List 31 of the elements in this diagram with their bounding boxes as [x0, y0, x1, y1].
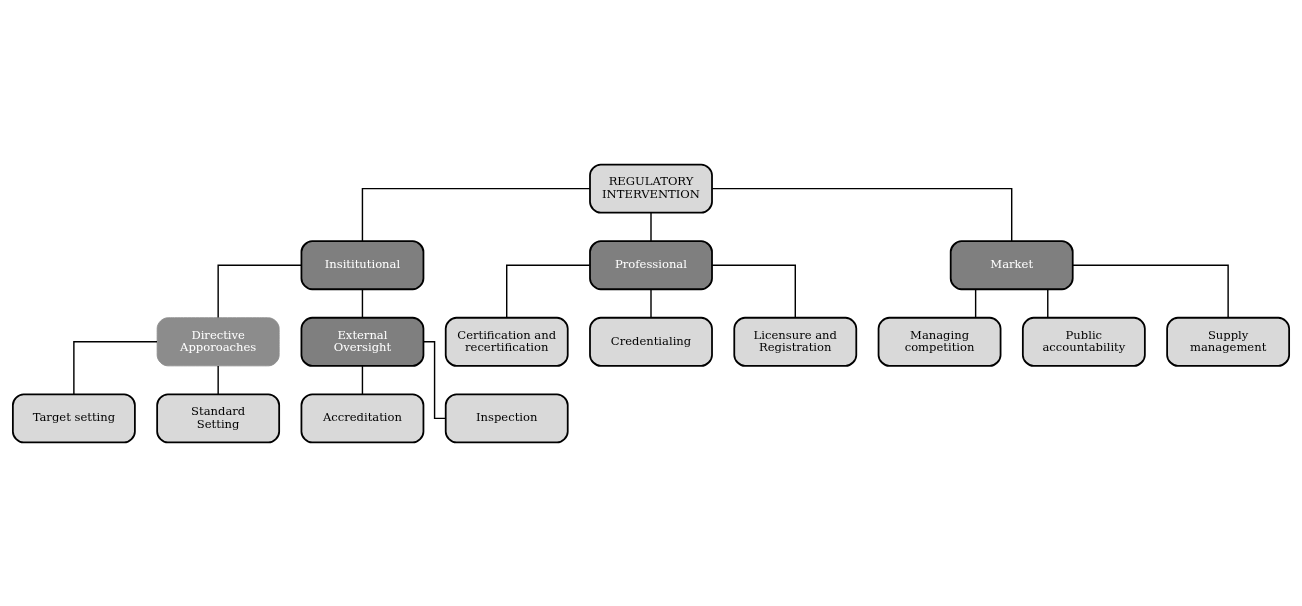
node-box: Target setting	[11, 392, 136, 443]
connector	[73, 340, 158, 395]
connector	[422, 340, 447, 419]
node-box: Standard Setting	[156, 392, 281, 443]
connector	[711, 187, 1013, 242]
connector	[711, 264, 796, 318]
node-box: Certification and recertification	[444, 316, 569, 367]
connector	[361, 288, 364, 318]
node-box: Market	[949, 239, 1074, 290]
node-box: Managing competition	[877, 316, 1002, 367]
node-box: Directive Apporoaches	[156, 316, 280, 366]
node-box: External Oversight	[300, 316, 425, 367]
node-box: Credentialing	[589, 316, 713, 367]
connector	[506, 264, 591, 318]
connector	[650, 288, 652, 318]
connector	[361, 187, 591, 242]
node-box: Licensure and Registration	[733, 316, 858, 367]
node-box: Professional	[589, 239, 713, 290]
node-box: Accreditation	[300, 392, 425, 443]
node-box: Supply management	[1166, 316, 1291, 367]
connector	[1047, 288, 1049, 318]
connector	[217, 264, 302, 318]
connector	[217, 364, 219, 395]
connector	[361, 364, 364, 395]
node-box: REGULATORY INTERVENTION	[589, 163, 713, 214]
node-box: Public accountability	[1021, 316, 1146, 367]
connector	[1072, 264, 1229, 318]
node-box: Inspection	[444, 392, 569, 443]
connector	[974, 288, 977, 318]
connector	[650, 211, 652, 242]
node-box: Insititutional	[300, 239, 425, 290]
